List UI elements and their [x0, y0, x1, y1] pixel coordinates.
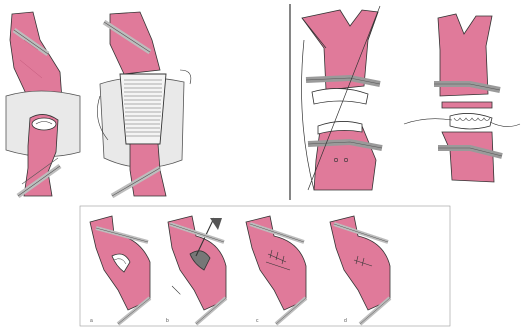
figure-anastomosis-sewn — [404, 14, 520, 182]
figure-step-d: d — [330, 216, 390, 324]
figure-vessel-with-pad — [6, 12, 80, 196]
figure-step-b: b — [166, 216, 226, 324]
step-label-d: d — [344, 318, 347, 324]
step-label-c: c — [256, 318, 259, 324]
step-label-a: a — [90, 318, 93, 324]
panel-bottom-sequence: a b c — [80, 206, 450, 326]
figure-step-c: c — [246, 216, 306, 324]
figure-step-a: a — [90, 216, 150, 324]
figure-graft-sewn — [97, 12, 191, 196]
panel-end-to-end-anastomosis — [302, 6, 520, 190]
step-label-b: b — [166, 318, 169, 324]
figure-clamped-divided-vessel — [302, 6, 382, 190]
panel-graft-interposition — [6, 12, 191, 196]
